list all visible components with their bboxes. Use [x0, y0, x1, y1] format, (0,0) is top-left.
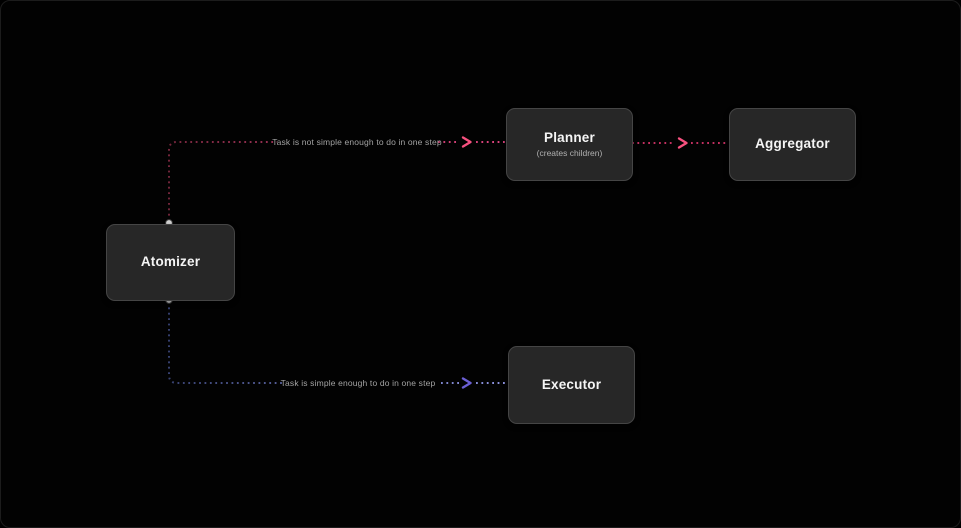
- arrow-right-icon: [461, 377, 472, 389]
- arrow-right-icon: [461, 136, 472, 148]
- node-planner-label: Planner: [544, 129, 595, 145]
- arrow-right-icon: [677, 137, 688, 149]
- node-planner-sublabel: (creates children): [536, 148, 603, 159]
- node-atomizer-label: Atomizer: [140, 254, 201, 270]
- edge-label-not-simple: Task is not simple enough to do in one s…: [272, 137, 442, 147]
- node-executor[interactable]: Executor: [508, 346, 635, 424]
- node-aggregator-label: Aggregator: [755, 136, 830, 152]
- edge-atomizer-executor: [168, 302, 507, 384]
- node-planner[interactable]: Planner (creates children): [506, 108, 633, 181]
- edge-atomizer-planner: [168, 141, 505, 221]
- node-executor-label: Executor: [541, 376, 602, 392]
- node-atomizer[interactable]: Atomizer: [106, 224, 235, 301]
- edge-label-simple: Task is simple enough to do in one step: [280, 378, 436, 388]
- node-aggregator[interactable]: Aggregator: [729, 108, 856, 181]
